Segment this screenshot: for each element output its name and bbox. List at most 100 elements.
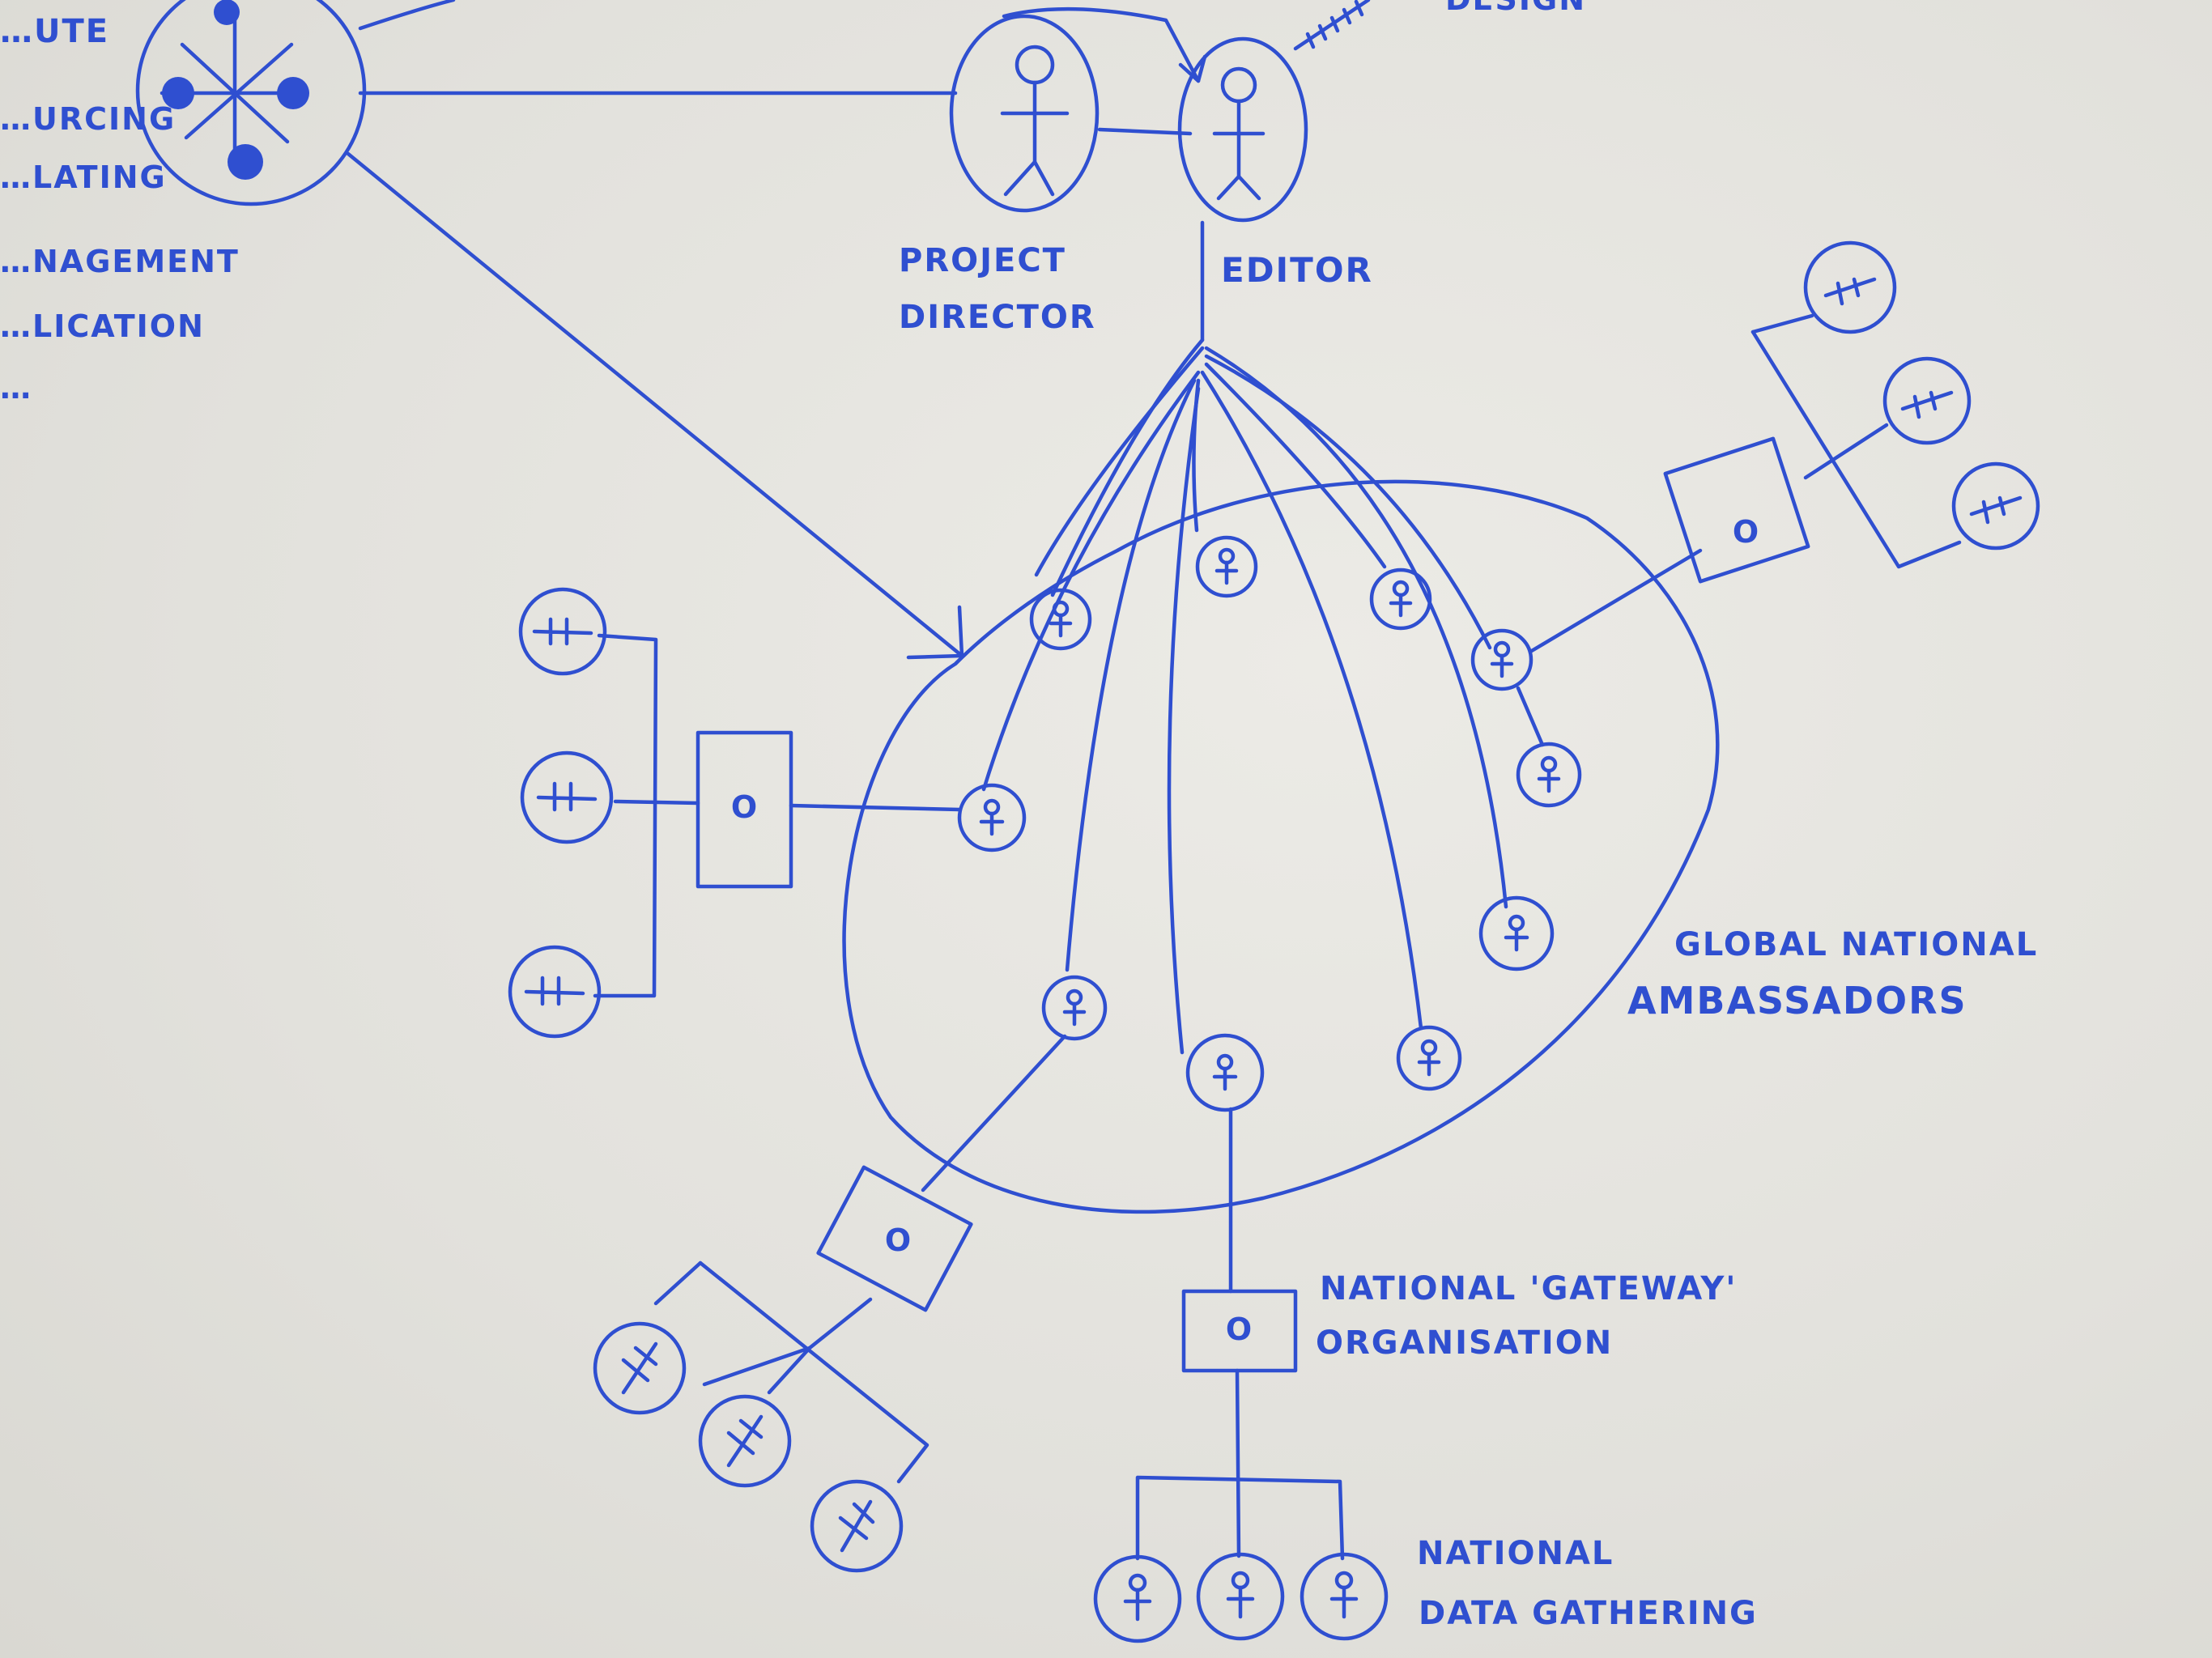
ink-stroke (840, 1502, 873, 1550)
ink-stroke (1223, 69, 1255, 101)
ink-stroke (623, 1344, 656, 1392)
left-partial-labels: …UTE …URCING …LATING …NAGEMENT …LICATION… (0, 13, 240, 406)
ink-stroke (1006, 162, 1053, 194)
ink-stroke (348, 154, 962, 656)
data-gatherer-node (1198, 1554, 1283, 1639)
ambassador-node (1044, 977, 1105, 1039)
ink-stroke (1510, 916, 1523, 929)
ink-stroke (277, 77, 309, 109)
ink-stroke (1130, 1575, 1145, 1590)
contributor-node (1806, 243, 1895, 332)
contributor-node (510, 947, 599, 1036)
left-label-3: …LATING (0, 159, 167, 195)
ink-stroke (534, 619, 591, 644)
contributor-node (595, 1324, 684, 1413)
ambassador-node (1398, 1027, 1460, 1089)
bottom-left-org-mark: O (885, 1222, 912, 1258)
ink-stroke (656, 1263, 700, 1303)
ink-stroke (1068, 991, 1081, 1004)
ink-stroke (228, 144, 263, 180)
project-director-label-1: PROJECT (899, 242, 1066, 279)
data-gatherer-node (1095, 1557, 1180, 1641)
ink-stroke (1903, 393, 1951, 417)
ink-stroke (791, 806, 959, 810)
ambassador-node (1188, 1035, 1262, 1110)
ambassadors-label-2: AMBASSADORS (1627, 979, 1967, 1022)
left-label-4: …NAGEMENT (0, 244, 240, 279)
contributor-node (1885, 359, 1969, 443)
left-label-2: …URCING (0, 101, 176, 137)
contributor-node (700, 1397, 789, 1486)
design-label: DESIGN (1445, 0, 1586, 17)
gateway-label-1: NATIONAL 'GATEWAY' (1320, 1270, 1738, 1307)
bottom-left-org-cluster: O (595, 1036, 1065, 1571)
ink-stroke (1202, 372, 1421, 1028)
ink-stroke (1972, 498, 2020, 522)
gateway-cluster: O NATIONAL 'GATEWAY' ORGANISATION NATION… (1095, 1109, 1758, 1641)
ink-stroke (360, 0, 453, 28)
ink-stroke (186, 45, 291, 138)
ink-stroke (1219, 1056, 1231, 1069)
ambassador-node (1372, 570, 1430, 628)
project-director-node: PROJECT DIRECTOR (899, 16, 1190, 336)
ink-stroke (162, 77, 194, 109)
ambassador-node (1518, 744, 1580, 806)
ink-stroke (1233, 1573, 1248, 1588)
ink-stroke (985, 801, 998, 814)
ambassador-node (1481, 898, 1552, 969)
ink-stroke (1180, 39, 1306, 220)
hub-node (138, 0, 364, 204)
ink-stroke (1337, 1573, 1351, 1588)
right-org-mark: O (1733, 514, 1760, 550)
ink-stroke (1753, 316, 1812, 332)
ambassadors-region: GLOBAL NATIONAL AMBASSADORS (844, 482, 2039, 1212)
contributor-node (522, 753, 611, 842)
editor-label: EDITOR (1221, 250, 1373, 290)
gateway-org-mark: O (1226, 1312, 1253, 1347)
ink-stroke (729, 1417, 761, 1465)
ambassador-node (1197, 538, 1256, 596)
data-gathering-label-2: DATA GATHERING (1419, 1595, 1758, 1632)
ambassador-node (1473, 631, 1531, 689)
gateway-label-2: ORGANISATION (1316, 1324, 1613, 1362)
ink-stroke (1495, 643, 1508, 656)
ink-stroke (1518, 688, 1542, 745)
data-gatherer-node (1302, 1554, 1386, 1639)
left-label-6: … (0, 370, 32, 406)
ink-stroke (214, 0, 240, 25)
ink-stroke (1542, 758, 1555, 771)
project-director-label-2: DIRECTOR (899, 299, 1096, 336)
ink-stroke (595, 636, 656, 996)
editor-fan-lines (984, 340, 1506, 1052)
ambassador-node (959, 785, 1024, 850)
contributor-node (812, 1482, 901, 1571)
left-label-5: …LICATION (0, 308, 205, 344)
ink-stroke (538, 784, 595, 810)
data-gathering-label-1: NATIONAL (1417, 1535, 1614, 1572)
ink-stroke (1753, 332, 1959, 567)
ink-stroke (984, 372, 1198, 789)
ink-stroke (1219, 176, 1259, 198)
contributor-node (1954, 464, 2038, 548)
ink-stroke (1100, 130, 1190, 134)
left-label-1: …UTE (0, 13, 109, 50)
ink-stroke (1206, 356, 1490, 648)
ink-stroke (526, 978, 583, 1004)
right-org-cluster: O (1530, 243, 2038, 652)
left-org-cluster: O (510, 589, 959, 1036)
ink-stroke (1826, 279, 1874, 304)
left-org-mark: O (731, 789, 759, 825)
ink-stroke (1394, 582, 1407, 595)
contributor-node (521, 589, 605, 674)
ink-stroke (1206, 348, 1506, 907)
ink-stroke (923, 1036, 1065, 1190)
ink-stroke (1423, 1041, 1436, 1054)
ink-stroke (1530, 551, 1700, 652)
ambassadors-label-1: GLOBAL NATIONAL (1674, 926, 2038, 963)
ambassador-nodes (959, 538, 1580, 1110)
editor-node: EDITOR (1180, 39, 1373, 340)
ink-stroke (1220, 550, 1233, 563)
ink-stroke (1237, 1371, 1239, 1556)
